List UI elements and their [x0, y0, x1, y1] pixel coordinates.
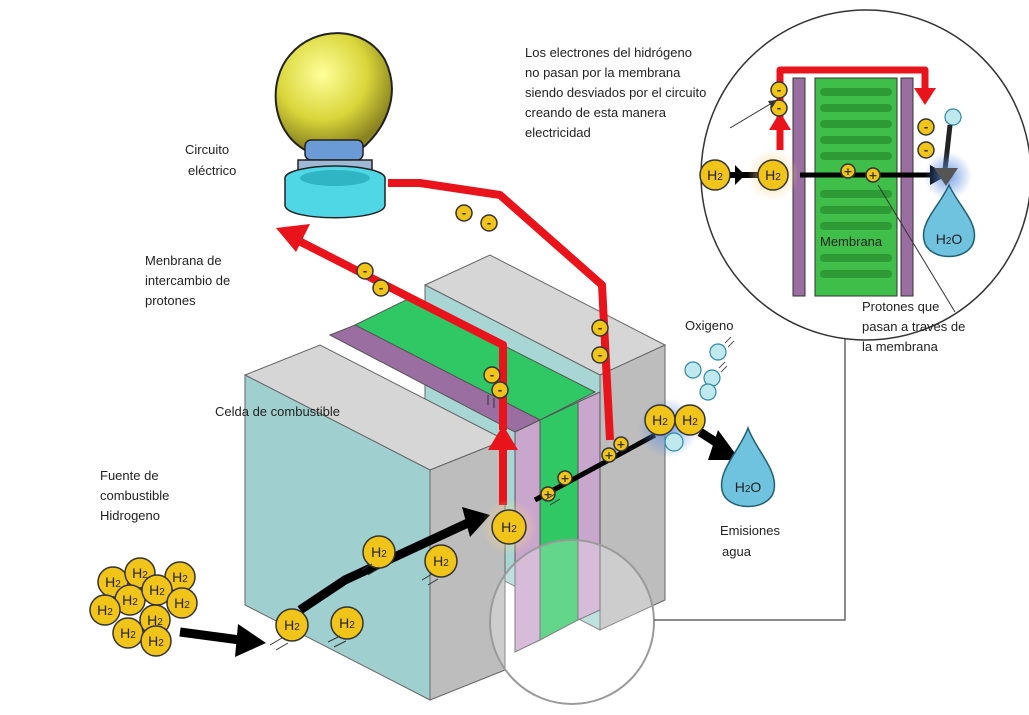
svg-text:H2: H2: [707, 167, 723, 183]
svg-text:H2: H2: [172, 569, 188, 585]
electrons: - - - - - - - -: [356, 204, 609, 399]
svg-text:H2O: H2O: [735, 479, 762, 495]
svg-text:-: -: [924, 121, 929, 134]
label-oxygen: Oxigeno: [685, 318, 733, 333]
zoom-inset: - - - - H2 H2 + + H2O: [699, 9, 1029, 341]
hydrogen-molecules: H2 H2 H2 H2 H2 H2 H2 H2 H2 H2 H2 H2 H2 H…: [89, 398, 706, 657]
label-protons-3: la membrana: [862, 339, 939, 354]
label-electrons-2: no pasan por la membrana: [525, 65, 681, 80]
svg-text:+: +: [604, 449, 613, 462]
svg-text:H2: H2: [122, 592, 138, 608]
svg-text:H2: H2: [105, 574, 121, 590]
motion-lines: [269, 395, 561, 651]
svg-text:H2: H2: [433, 553, 449, 569]
svg-text:+: +: [843, 165, 852, 178]
svg-text:-: -: [777, 102, 782, 115]
svg-text:+: +: [543, 488, 552, 501]
svg-text:H2: H2: [682, 412, 698, 428]
label-electrons-5: electricidad: [525, 125, 591, 140]
svg-text:H2: H2: [371, 544, 387, 560]
label-circuit-1: Circuito: [185, 142, 229, 157]
svg-text:-: -: [490, 369, 495, 382]
labels: Circuito eléctrico Menbrana de intercamb…: [100, 45, 965, 559]
svg-text:H2: H2: [120, 625, 136, 641]
svg-text:H2: H2: [284, 617, 300, 633]
svg-text:+: +: [616, 438, 625, 451]
label-membrane-3: protones: [145, 293, 196, 308]
svg-text:-: -: [379, 282, 384, 295]
svg-text:H2O: H2O: [936, 231, 963, 247]
svg-text:H2: H2: [148, 633, 164, 649]
svg-text:H2: H2: [652, 412, 668, 428]
svg-text:H2: H2: [339, 615, 355, 631]
zoom-focus-circle: [489, 539, 655, 705]
svg-text:-: -: [498, 384, 503, 397]
label-emissions-2: agua: [722, 544, 752, 559]
water-drop-icon: H2O: [720, 425, 776, 508]
svg-text:-: -: [363, 265, 368, 278]
svg-text:-: -: [598, 349, 603, 362]
oxygen-molecules: [684, 336, 735, 401]
label-electrons-4: creando de esta manera: [525, 105, 667, 120]
label-emissions-1: Emisiones: [720, 523, 780, 538]
label-cell: Celda de combustible: [215, 404, 340, 419]
label-fuel-3: Hidrogeno: [100, 508, 160, 523]
light-bulb-icon: [274, 32, 393, 219]
svg-text:+: +: [868, 169, 877, 182]
svg-text:-: -: [777, 84, 782, 97]
svg-text:H2: H2: [765, 167, 781, 183]
label-electrons-1: Los electrones del hidrógeno: [525, 45, 692, 60]
fuel-cell-stack: [243, 254, 667, 701]
svg-text:-: -: [598, 322, 603, 335]
label-membrane-1: Menbrana de: [145, 253, 222, 268]
hydrogen-flow-arrows: [179, 428, 740, 657]
svg-text:H2: H2: [97, 602, 113, 618]
label-electrons-3: siendo desviados por el circuito: [525, 85, 706, 100]
svg-text:H2: H2: [132, 565, 148, 581]
svg-text:-: -: [462, 207, 467, 220]
zoom-connector-line: [654, 318, 846, 621]
svg-text:H2: H2: [174, 595, 190, 611]
svg-text:H2: H2: [501, 519, 517, 535]
circuit-arrow-head: [276, 224, 310, 252]
label-fuel-2: combustible: [100, 488, 169, 503]
svg-text:-: -: [924, 144, 929, 157]
svg-text:+: +: [560, 472, 569, 485]
label-membrane-2: intercambio de: [145, 273, 230, 288]
label-protons-1: Protones que: [862, 299, 939, 314]
up-arrow-head: [488, 425, 518, 450]
protons: + + + +: [533, 432, 657, 503]
svg-text:H2: H2: [149, 582, 165, 598]
label-circuit-2: eléctrico: [188, 163, 236, 178]
label-protons-2: pasan a traves de: [862, 319, 965, 334]
svg-text:H2: H2: [147, 612, 163, 628]
label-fuel-1: Fuente de: [100, 468, 159, 483]
svg-text:-: -: [487, 217, 492, 230]
label-zoom-membrane: Membrana: [820, 234, 883, 249]
